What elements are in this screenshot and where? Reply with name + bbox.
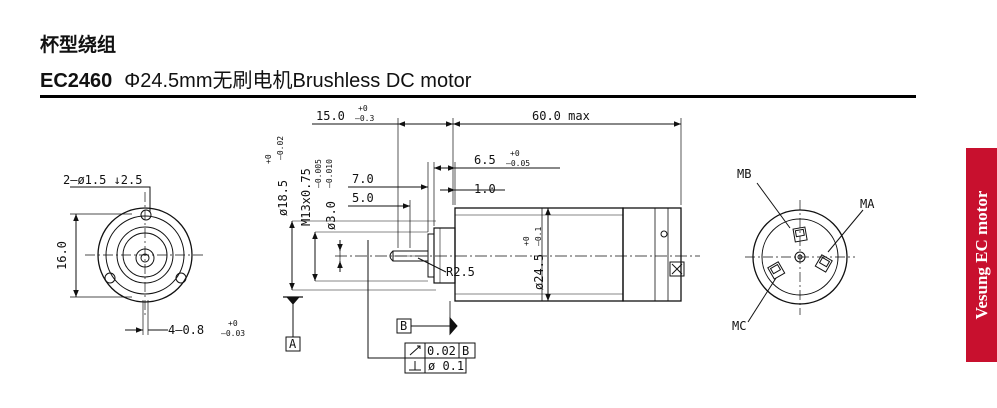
dim-15-label: 15.0	[316, 109, 345, 123]
dim-3-tol-lower: –0.010	[325, 159, 334, 188]
rear-mc-label: MC	[732, 319, 746, 333]
dim-3-tol-upper: –0.005	[314, 159, 323, 188]
heading-underline	[40, 95, 916, 98]
dim-24-5-tol-lower: –0.1	[534, 227, 543, 246]
dim-60-label: 60.0 max	[532, 109, 590, 123]
dim-15-tol-lower: –0.3	[355, 114, 374, 123]
front-holes-label: 2–ø1.5 ↓2.5	[63, 173, 142, 187]
gdt-perp-value: ø 0.1	[428, 359, 464, 373]
product-description: Φ24.5mm无刷电机Brushless DC motor	[124, 70, 472, 92]
datum-b-label: B	[400, 319, 407, 333]
dim-5-label: 5.0	[352, 191, 374, 205]
dim-1-label: 1.0	[474, 182, 496, 196]
technical-drawing: 2–ø1.5 ↓2.5 16.0 4–0.8 +0 –0.03	[55, 104, 875, 374]
dim-24-5-tol-upper: +0	[522, 236, 531, 246]
model-number: EC2460	[40, 70, 113, 92]
dim-18-5-tol-lower: –0.02	[276, 136, 285, 160]
section-title: 杯型绕组	[40, 34, 117, 56]
brand-side-tab: Vesung EC motor	[966, 148, 997, 362]
gdt-runout-value: 0.02	[427, 344, 456, 358]
rear-ma-label: MA	[860, 197, 875, 211]
front-bottom-tol-lower: –0.03	[221, 329, 245, 338]
dim-6-5-tol-lower: –0.05	[506, 159, 530, 168]
dim-18-5-tol-upper: +0	[264, 154, 273, 164]
front-bottom-tol-upper: +0	[228, 319, 238, 328]
dim-18-5-label: ø18.5	[276, 180, 290, 216]
gdt-runout-datum: B	[462, 344, 469, 358]
dim-6-5-tol-upper: +0	[510, 149, 520, 158]
dim-15-tol-upper: +0	[358, 104, 368, 113]
front-height-label: 16.0	[55, 241, 69, 270]
dim-24-5-label: ø24.5	[532, 254, 546, 290]
dim-7-label: 7.0	[352, 172, 374, 186]
rear-view	[745, 182, 864, 323]
brand-side-tab-label: Vesung EC motor	[971, 190, 991, 320]
datum-a-label: A	[289, 337, 297, 351]
dim-6-5-label: 6.5	[474, 153, 496, 167]
dim-r2-5-label: R2.5	[446, 265, 475, 279]
product-heading: EC2460 Φ24.5mm无刷电机Brushless DC motor	[40, 64, 471, 93]
dim-m13-label: M13x0.75	[299, 168, 313, 226]
front-bottom-label: 4–0.8	[168, 323, 204, 337]
side-view	[283, 118, 700, 374]
dim-3-label: ø3.0	[324, 201, 338, 230]
rear-mb-label: MB	[737, 167, 751, 181]
front-view	[70, 186, 205, 335]
